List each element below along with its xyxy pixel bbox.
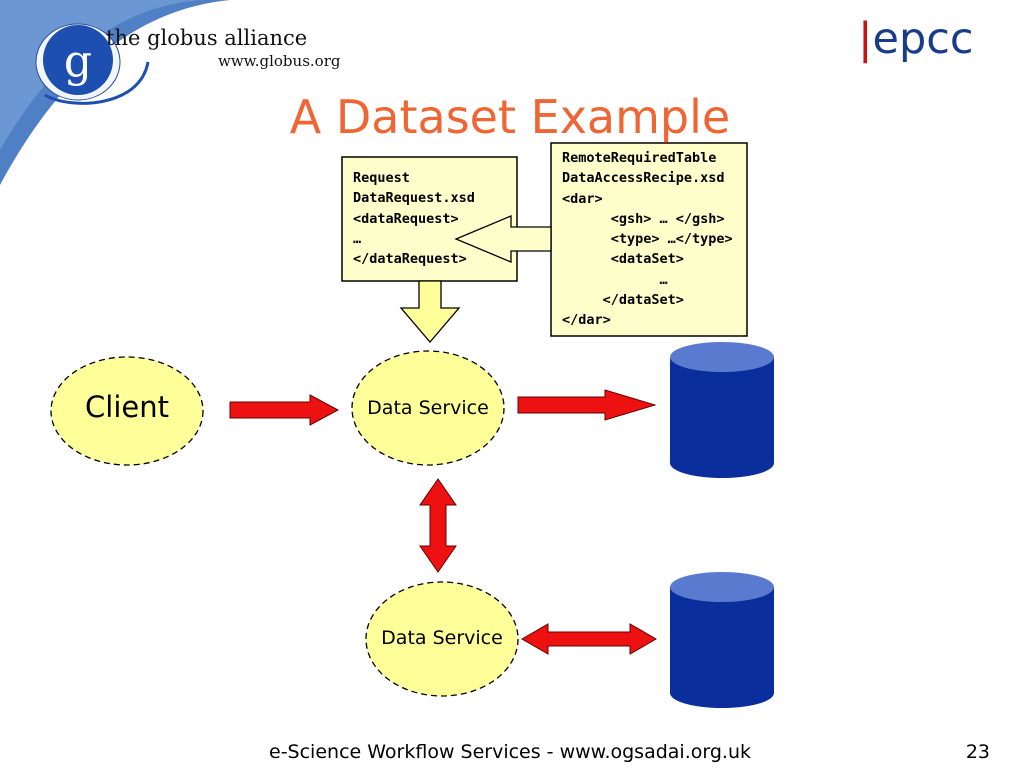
data-service-label-2: Data Service	[381, 627, 503, 649]
data-service-label-1: Data Service	[367, 397, 489, 419]
client-to-service-arrow	[229, 394, 340, 426]
remote-box-text: RemoteRequiredTable DataAccessRecipe.xsd…	[562, 150, 733, 329]
database-icon-1	[670, 342, 774, 478]
globus-logo-name: the globus alliance	[106, 26, 308, 50]
database-icon-2	[670, 572, 774, 708]
epcc-logo: |epcc	[858, 14, 974, 64]
epcc-logo-bar: |	[858, 14, 873, 64]
client-label: Client	[85, 390, 169, 424]
service-to-database-arrow-2	[520, 623, 658, 655]
data-service-node-2	[365, 581, 519, 697]
slide-title: A Dataset Example	[289, 90, 731, 144]
service-to-database-arrow	[517, 389, 657, 421]
svg-text:g: g	[64, 36, 92, 87]
client-node	[50, 356, 204, 466]
recipe-arrow	[454, 215, 552, 263]
data-service-node-1	[351, 350, 505, 466]
request-down-arrow	[399, 280, 461, 344]
request-box-text: Request DataRequest.xsd <dataRequest> … …	[353, 170, 475, 268]
globus-logo-url: www.globus.org	[218, 52, 341, 70]
page-number: 23	[965, 741, 990, 763]
footer-text: e-Science Workflow Services - www.ogsada…	[269, 741, 751, 763]
globus-logo-icon: g	[35, 23, 150, 105]
remote-box	[550, 142, 748, 337]
service-to-service-arrow	[419, 478, 457, 573]
epcc-logo-text: epcc	[872, 14, 974, 64]
